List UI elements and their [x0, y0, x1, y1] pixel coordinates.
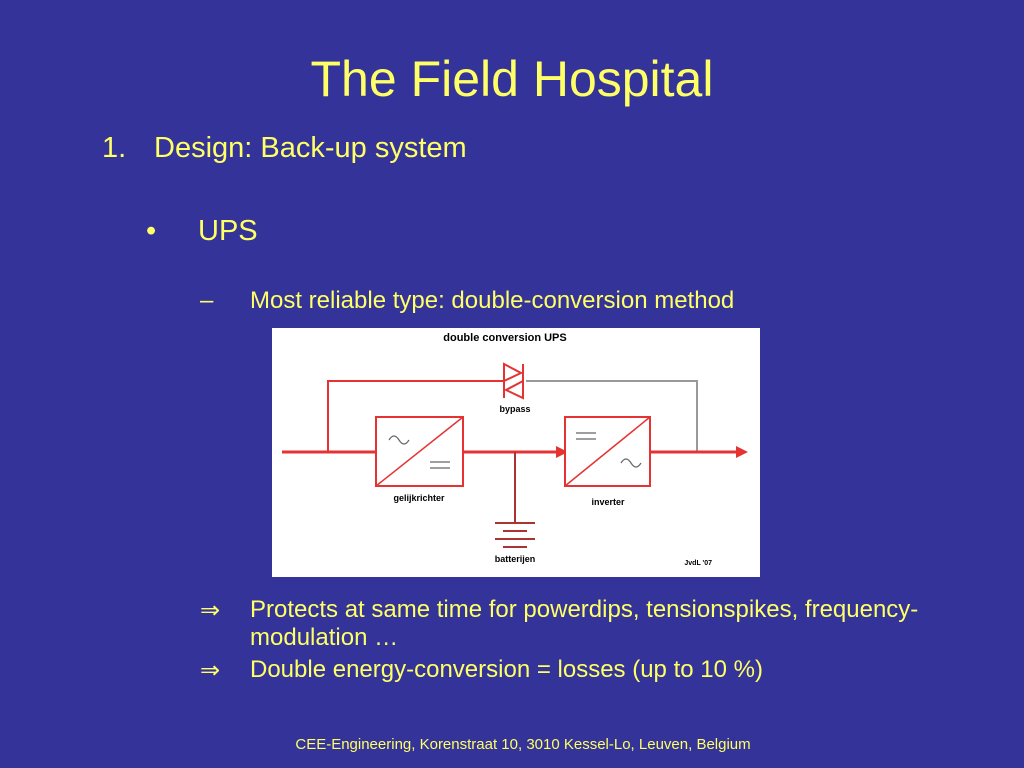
- arrow-to-inverter-icon: [556, 446, 568, 458]
- ac-symbol-icon: [620, 458, 642, 468]
- diagram-title: double conversion UPS: [443, 332, 566, 344]
- slide-footer: CEE-Engineering, Korenstraat 10, 3010 Ke…: [295, 736, 751, 753]
- numbered-item: 1. Design: Back-up system: [102, 130, 467, 166]
- bypass-return-line: [526, 380, 698, 452]
- rectifier-label: gelijkrichter: [393, 493, 445, 503]
- rectifier-box: [375, 416, 464, 487]
- bypass-switch-icon: [503, 362, 524, 400]
- inverter-label: inverter: [591, 497, 625, 507]
- item-text: Design: Back-up system: [154, 132, 467, 164]
- sub-item: – Most reliable type: double-conversion m…: [200, 286, 734, 316]
- bypass-label: bypass: [499, 404, 530, 414]
- battery-label: batterijen: [495, 554, 536, 564]
- implication-item: ⇒ Protects at same time for powerdips, t…: [200, 596, 930, 652]
- bypass-line: [327, 380, 504, 452]
- output-arrow-icon: [736, 446, 748, 458]
- item-number: 1.: [102, 132, 127, 164]
- slide-title: The Field Hospital: [310, 51, 714, 107]
- battery-icon: [495, 522, 535, 548]
- implication-item: ⇒ Double energy-conversion = losses (up …: [200, 656, 930, 684]
- ups-diagram: double conversion UPS bypass: [272, 328, 760, 577]
- bullet-mark: •: [146, 215, 157, 247]
- dc-symbol-icon: [576, 432, 596, 440]
- bullet-text: UPS: [198, 215, 258, 247]
- bullet-item: • UPS: [146, 213, 258, 249]
- ac-symbol-icon: [388, 435, 410, 445]
- implication-text: Protects at same time for powerdips, ten…: [250, 596, 919, 651]
- implies-arrow-icon: ⇒: [200, 596, 221, 624]
- implies-arrow-icon: ⇒: [200, 656, 221, 684]
- dash-mark: –: [200, 287, 214, 314]
- inverter-box: [564, 416, 651, 487]
- implication-text: Double energy-conversion = losses (up to…: [250, 656, 763, 683]
- sub-item-text: Most reliable type: double-conversion me…: [250, 287, 735, 314]
- dc-symbol-icon: [430, 461, 450, 469]
- diagram-credit: JvdL '07: [684, 560, 712, 567]
